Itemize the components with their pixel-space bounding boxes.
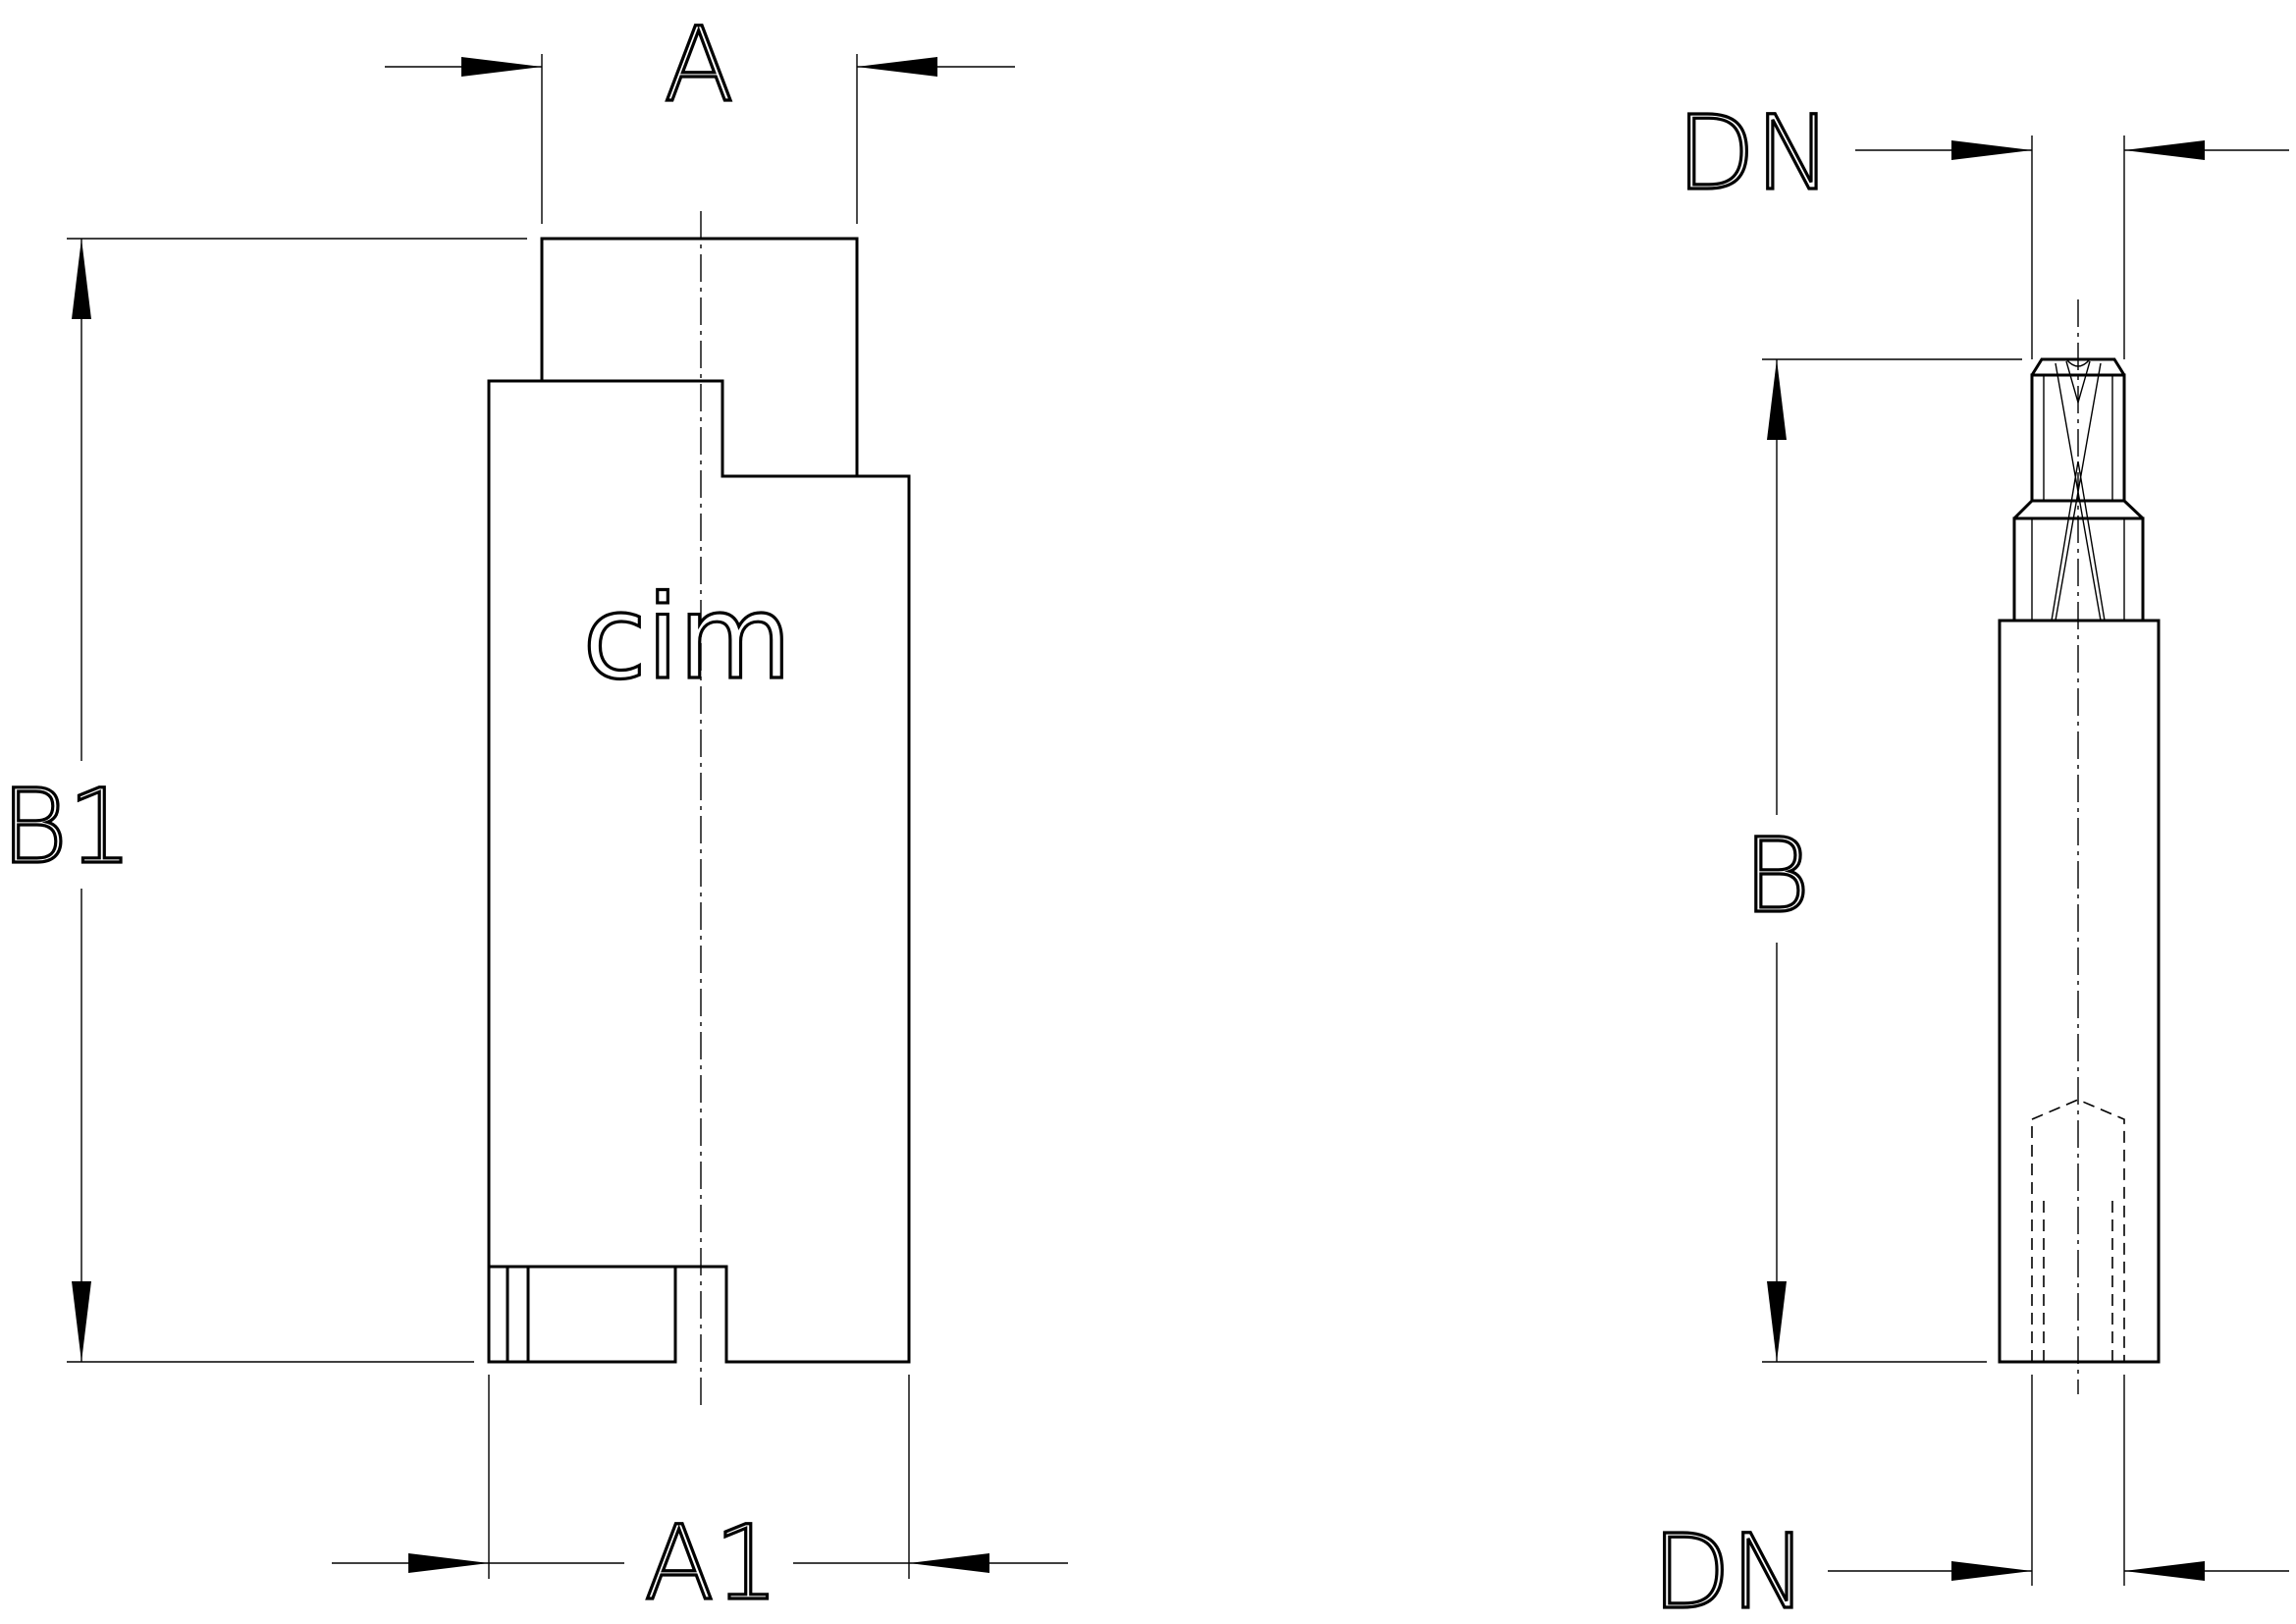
shank-outline bbox=[1998, 619, 2161, 1364]
dimension-b: B bbox=[1741, 358, 2022, 1363]
cim-logo: cim bbox=[583, 569, 792, 705]
dim-dn-top-label: DN bbox=[1677, 93, 1832, 213]
dimension-a1: A1 bbox=[332, 1375, 1068, 1624]
hex-collar-outline bbox=[2012, 499, 2145, 623]
side-view bbox=[1998, 299, 2161, 1394]
dim-a-label: A bbox=[664, 5, 733, 125]
dim-a-arrow-left bbox=[461, 57, 542, 77]
dim-a1-label: A1 bbox=[644, 1503, 778, 1623]
dim-dn-bottom-arrow-left bbox=[1951, 1561, 2032, 1581]
dim-dn-bottom-label: DN bbox=[1652, 1512, 1807, 1624]
dimension-b1: B1 bbox=[0, 238, 527, 1363]
main-body-outline bbox=[487, 379, 911, 1364]
hidden-bore bbox=[2031, 1099, 2125, 1362]
dim-dn-top-arrow-left bbox=[1951, 140, 2032, 160]
dim-b-arrow-bottom bbox=[1767, 1281, 1787, 1362]
dim-b-label: B bbox=[1743, 816, 1810, 936]
dimension-dn-top: DN bbox=[1675, 91, 2289, 359]
dim-dn-bottom-arrow-right bbox=[2124, 1561, 2205, 1581]
dim-b1-arrow-top bbox=[72, 239, 91, 319]
dimension-a: A bbox=[385, 3, 1015, 224]
dim-b1-arrow-bottom bbox=[72, 1281, 91, 1362]
dim-a-arrow-right bbox=[857, 57, 937, 77]
dim-a1-arrow-left bbox=[408, 1553, 489, 1573]
dim-b-arrow-top bbox=[1767, 359, 1787, 440]
front-view: cim bbox=[487, 211, 911, 1406]
upper-cap-outline bbox=[540, 237, 859, 478]
dim-dn-top-arrow-right bbox=[2124, 140, 2205, 160]
dim-b1-label: B1 bbox=[1, 767, 133, 887]
dim-a1-arrow-right bbox=[909, 1553, 989, 1573]
dimension-dn-bottom: DN bbox=[1650, 1375, 2289, 1624]
